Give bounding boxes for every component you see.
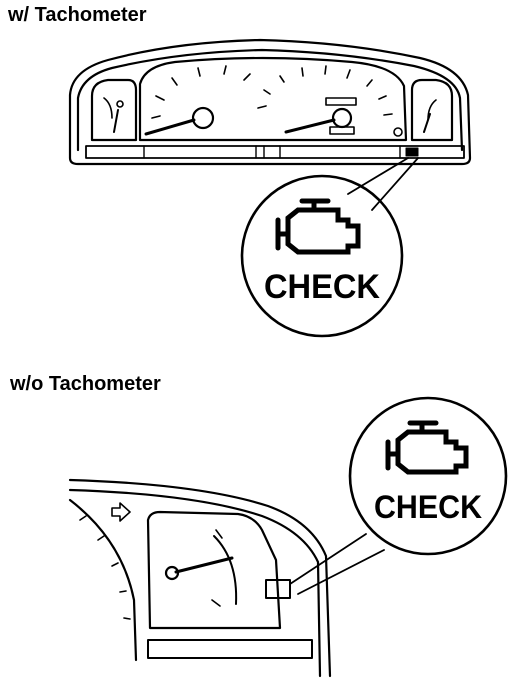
fuel-gauge-window [90,78,138,142]
speedometer-hub [191,106,215,130]
cluster-with-tachometer [68,38,472,338]
speedometer-needle [144,118,196,136]
temperature-gauge-window [410,78,454,142]
check-engine-callout [348,396,508,556]
gauge-needle [174,556,234,574]
check-engine-callout [240,174,404,338]
cluster-housing-inner-rim [76,48,464,152]
speedometer-ticks [151,65,251,119]
reset-knob [393,127,403,137]
fuel-gauge-scale [103,97,113,119]
cluster-housing-inner-rim [68,488,322,678]
heading-without-tachometer: w/o Tachometer [10,373,161,395]
trip-counter-window [329,126,355,135]
check-engine-lamp-position [405,147,419,157]
gauge-hub [164,565,180,581]
temperature-gauge-needle [423,113,431,133]
tachometer-needle [284,118,336,134]
speedometer-dial-edge [68,498,138,662]
callout-leader [289,533,367,585]
warning-light-strip [147,639,313,659]
cluster-without-tachometer [68,396,508,678]
check-label: CHECK [264,268,380,306]
check-label: CHECK [374,489,482,525]
main-gauge-window [138,56,408,142]
engine-icon [385,420,469,475]
gauge-window [146,510,282,630]
warning-light-strip [85,145,465,159]
tachometer-ticks [257,65,393,116]
fuel-gauge-pivot [116,100,124,108]
check-engine-lamp-position [265,579,291,599]
cluster-housing-outline [68,38,472,166]
heading-with-tachometer: w/ Tachometer [8,4,147,26]
warning-strip-dividers [143,145,401,159]
gauge-scale-arc [213,535,238,605]
callout-leader [347,157,409,195]
tachometer-hub [331,107,353,129]
cluster-housing-outline [68,478,332,678]
callout-leader [297,549,385,595]
gauge-scale-ticks [211,529,223,607]
engine-icon [275,198,361,255]
fuel-gauge-needle [113,109,119,133]
speedometer-ticks [79,515,131,620]
odometer-window [325,97,357,106]
turn-signal-arrow-icon [111,502,131,522]
